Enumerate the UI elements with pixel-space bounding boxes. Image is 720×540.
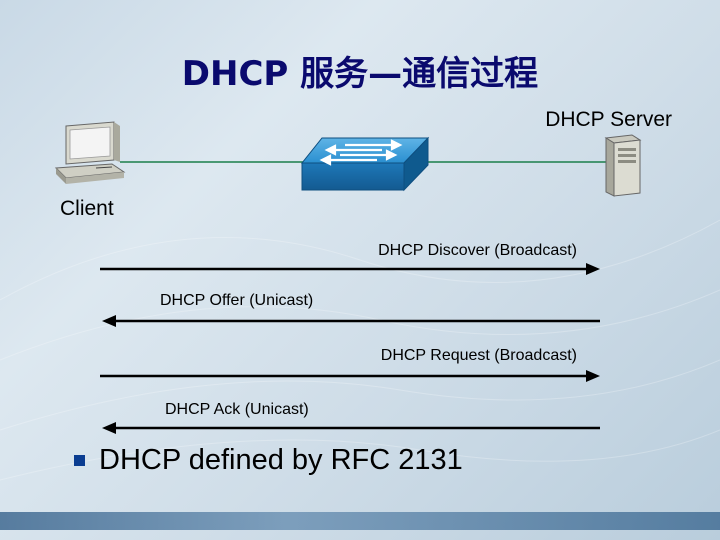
client-label: Client [60, 197, 114, 220]
footer-bar [0, 512, 720, 530]
bullet-item: DHCP defined by RFC 2131 [74, 444, 463, 477]
message-arrow-offer [102, 315, 600, 327]
message-arrow-ack [102, 422, 600, 434]
message-label-request: DHCP Request (Broadcast) [380, 347, 577, 364]
message-label-offer: DHCP Offer (Unicast) [160, 292, 314, 309]
message-arrow-request [100, 370, 600, 382]
client-computer-icon [54, 121, 126, 184]
bullet-text: DHCP defined by RFC 2131 [99, 444, 463, 476]
message-label-discover: DHCP Discover (Broadcast) [378, 242, 577, 259]
server-label: DHCP Server [545, 108, 672, 131]
bullet-square-icon [74, 455, 85, 466]
message-label-ack: DHCP Ack (Unicast) [165, 401, 309, 418]
network-switch-icon [300, 136, 430, 192]
message-arrow-discover [100, 263, 600, 275]
background-texture [0, 219, 720, 481]
server-tower-icon [604, 134, 642, 197]
slide-title: DHCP 服务—通信过程 [181, 54, 539, 94]
